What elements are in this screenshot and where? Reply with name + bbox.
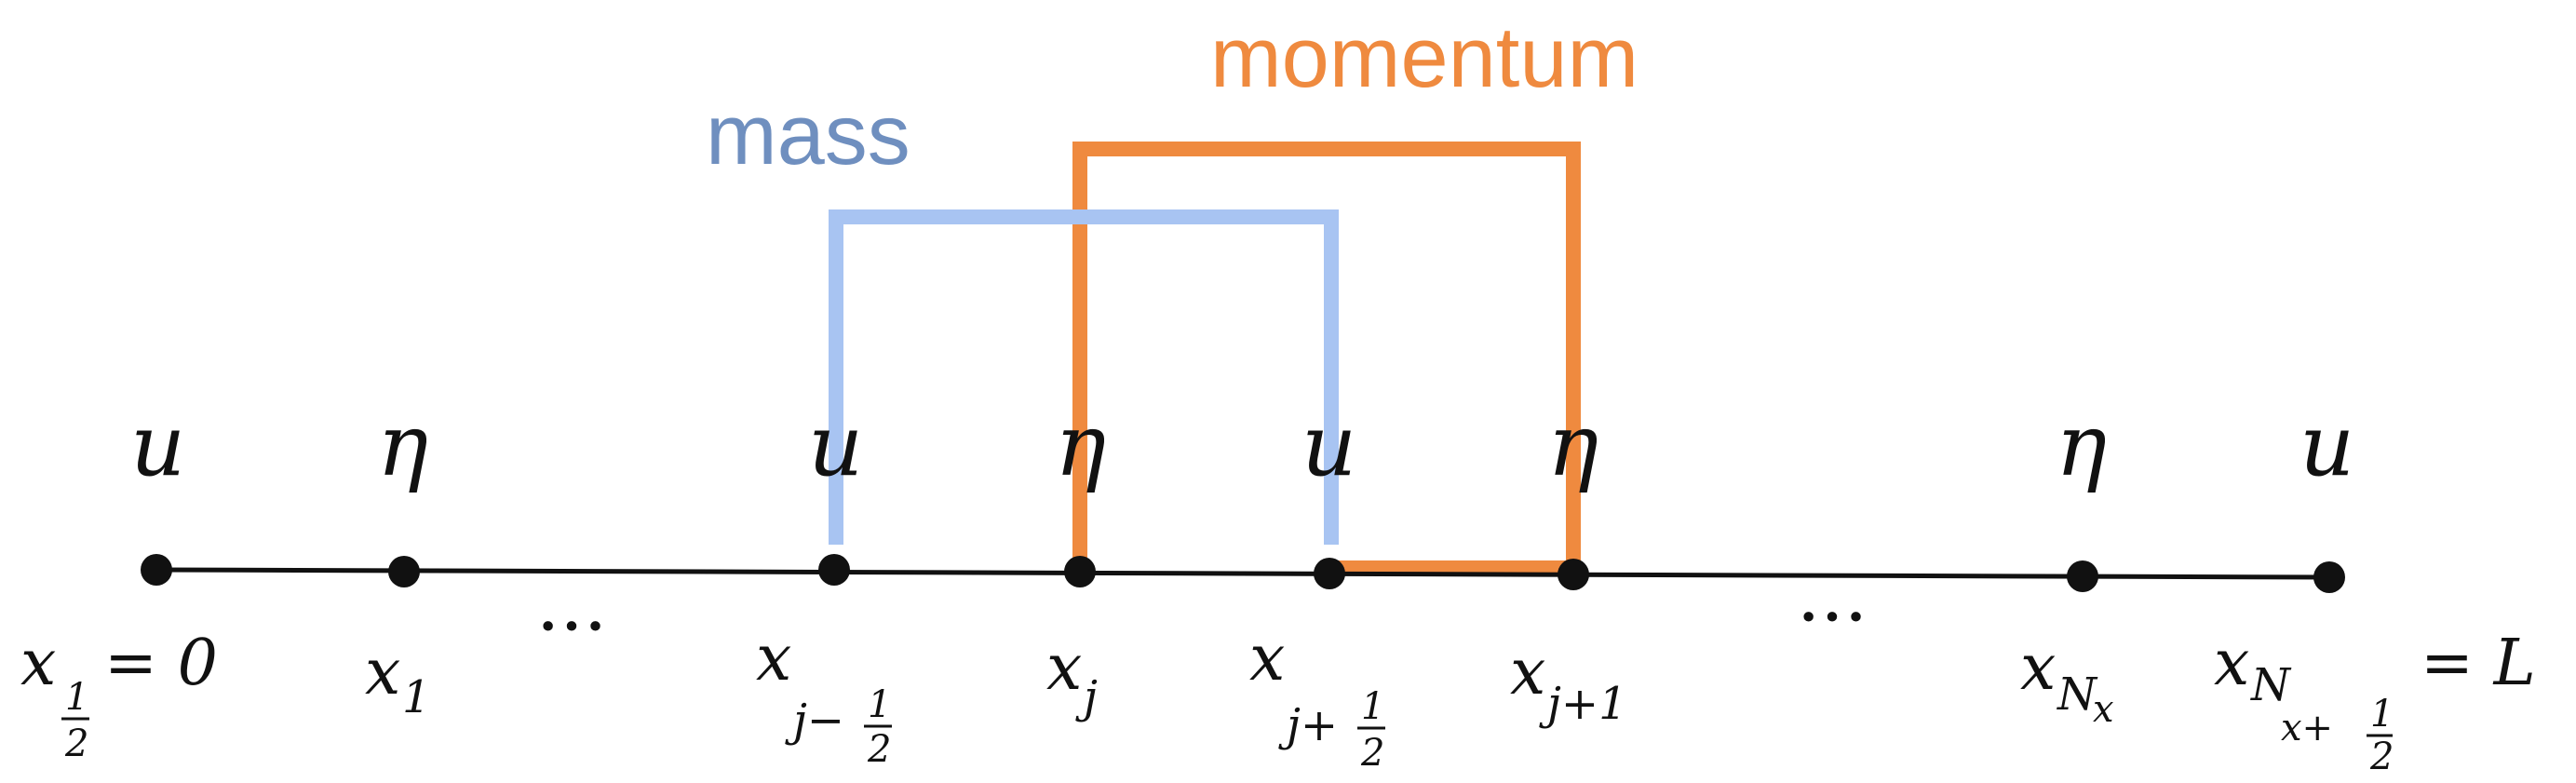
ellipsis-right: ··· (1797, 574, 1868, 660)
xlabel-x-jmh-sub: j− (785, 695, 844, 747)
xlabel-x-half-num: 1 (65, 676, 88, 719)
momentum-stencil: momentum (1072, 10, 1639, 575)
grid-point-x-j-minus-half (818, 554, 850, 586)
xlabel-x-Nx-subsub: x (2093, 688, 2114, 731)
mass-bracket (829, 209, 1339, 545)
ellipsis-left: ··· (536, 583, 607, 669)
grid-point-x-j (1064, 556, 1096, 587)
xlabel-x-jp1-sub: j+1 (1539, 678, 1627, 730)
grid-point-x-Nx-plus-half (2313, 561, 2345, 593)
xlabel-x-j-minus-half: x j− 1 2 (756, 622, 892, 771)
xlabel-x-jph-base: x (1249, 622, 1285, 695)
xlabel-x-Nxh-den: 2 (2369, 736, 2394, 778)
xlabel-x-half: x 1 2 = 0 (20, 627, 218, 765)
xlabel-x-jph-num: 1 (1361, 685, 1384, 728)
xlabel-x-Nx-sub: N (2057, 668, 2098, 721)
grid-point-x-Nx (2067, 560, 2098, 592)
xlabel-x-Nx-base: x (2020, 631, 2056, 705)
var-eta-1: η (377, 396, 428, 495)
xlabel-x-half-base: x (20, 627, 56, 700)
momentum-bracket (1072, 142, 1581, 575)
xlabel-x-jmh-base: x (756, 622, 791, 695)
xlabel-x-Nx-plus-half: x N x+ 1 2 = L (2214, 627, 2536, 778)
xlabel-x-jph-sub: j+ (1278, 699, 1338, 751)
xlabel-x-jmh-num: 1 (868, 683, 891, 726)
xlabel-x-j: x j (1046, 631, 1098, 723)
grid-point-x-j-plus-1 (1558, 559, 1589, 590)
xlabel-x-1-base: x (365, 636, 400, 709)
var-u-3: u (1301, 396, 1356, 495)
xlabel-x-jp1-base: x (1510, 636, 1545, 709)
xlabel-x-j-plus-1: x j+1 (1510, 636, 1627, 730)
xlabel-x-Nxh-num: 1 (2370, 693, 2394, 736)
xlabel-x-1-sub: 1 (402, 671, 431, 723)
xlabel-x-jmh-den: 2 (867, 728, 891, 771)
xlabel-x-j-plus-half: x j+ 1 2 (1249, 622, 1385, 775)
var-eta-3: η (1547, 396, 1598, 495)
var-eta-2: η (1055, 396, 1106, 495)
xlabel-x-1: x 1 (365, 636, 431, 723)
var-eta-4: η (2056, 396, 2107, 495)
mass-label: mass (706, 88, 910, 182)
grid-point-x-j-plus-half (1314, 558, 1345, 589)
xlabel-x-Nxh-sub: N (2250, 659, 2292, 711)
xlabel-x-j-base: x (1046, 631, 1082, 705)
xlabel-x-half-equals: = 0 (104, 627, 218, 700)
xlabel-x-Nxh-subsub: x+ (2281, 707, 2333, 749)
var-u-1: u (130, 396, 185, 495)
momentum-label: momentum (1210, 10, 1639, 105)
variable-labels: u η u η u η η u (130, 396, 2354, 495)
grid-axis-line (155, 567, 2330, 580)
var-u-4: u (2300, 396, 2354, 495)
grid-point-x-1 (388, 556, 420, 587)
xlabel-x-jph-den: 2 (1360, 732, 1384, 775)
mass-stencil: mass (706, 88, 1339, 545)
xlabel-x-half-den: 2 (64, 722, 88, 765)
xlabel-x-Nx: x N x (2020, 631, 2114, 731)
var-u-2: u (808, 396, 863, 495)
grid-point-x-half (141, 554, 172, 586)
grid-points (141, 554, 2345, 593)
x-labels: x 1 2 = 0 x 1 x j− 1 2 x j x j+ 1 (20, 622, 2536, 778)
xlabel-x-Nxh-base: x (2214, 627, 2249, 700)
xlabel-x-Nxh-equals: = L (2421, 627, 2536, 700)
